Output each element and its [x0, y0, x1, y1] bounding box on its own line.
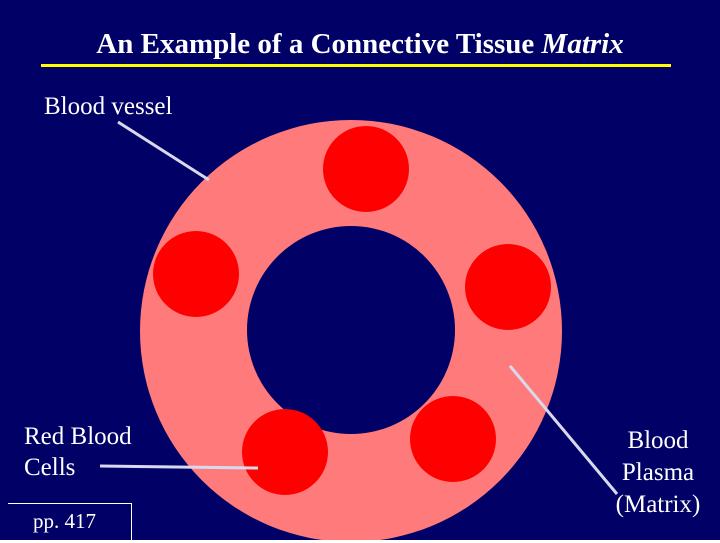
- page-reference-box: [8, 503, 132, 543]
- label-red-blood-cells: Red Blood Cells: [24, 421, 132, 483]
- page-reference: pp. 417: [33, 509, 96, 533]
- title-emphasis-text: Matrix: [541, 28, 624, 60]
- title-main-text: An Example of a Connective Tissue: [96, 28, 542, 60]
- red-blood-cell-bottom-left: [242, 409, 328, 495]
- label-red-blood-cells-line1: Red Blood: [24, 423, 132, 450]
- title-underline: [41, 64, 671, 67]
- label-blood-plasma-line3: (Matrix): [615, 491, 701, 518]
- label-blood-plasma-line2: Plasma: [621, 459, 695, 486]
- red-blood-cell-right: [465, 244, 551, 330]
- label-blood-vessel: Blood vessel: [44, 93, 173, 120]
- vessel-lumen: [247, 226, 455, 434]
- leader-line-red-blood-cells: [99, 464, 259, 470]
- red-blood-cell-top: [323, 126, 409, 212]
- red-blood-cell-left: [153, 231, 239, 317]
- leader-line-blood-vessel: [117, 120, 210, 182]
- label-blood-plasma: Blood Plasma (Matrix): [598, 425, 718, 521]
- leader-line-plasma: [508, 365, 619, 495]
- label-red-blood-cells-line2: Cells: [24, 454, 76, 481]
- slide-title: An Example of a Connective Tissue Matrix: [0, 26, 720, 62]
- label-blood-plasma-line1: Blood: [627, 427, 689, 454]
- red-blood-cell-bottom-right: [410, 396, 496, 482]
